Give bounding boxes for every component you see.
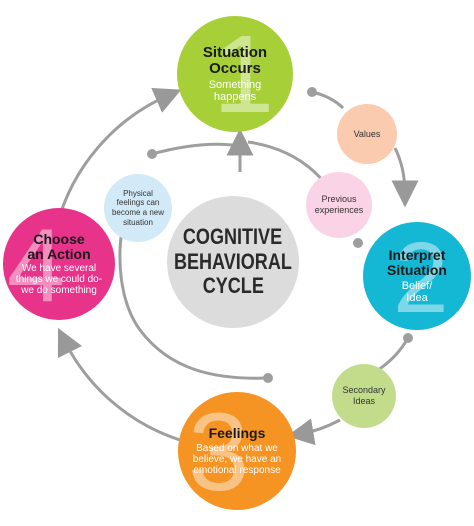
center-title-line3: CYCLE: [202, 273, 264, 299]
node-number: 2: [393, 222, 449, 330]
node-sub-line1: Belief/: [401, 279, 433, 292]
arc-inner-left: [151, 142, 241, 156]
node-title-line1: Situation: [202, 44, 268, 62]
values-label: Values: [353, 128, 381, 139]
arc-action-to-situation: [55, 88, 182, 226]
center-circle: COGNITIVE BEHAVIORAL CYCLE: [167, 196, 299, 328]
previous-line1: Previous: [321, 194, 357, 205]
arc-values-to-interpret: [391, 147, 419, 208]
node-title-line2: Occurs: [209, 59, 261, 77]
center-title-line1: COGNITIVE: [183, 224, 283, 250]
node-sub-line3: we do something: [21, 285, 97, 297]
node-physical-feelings: Physical feelings can become a new situa…: [104, 174, 172, 242]
node-interpret: 2 Interpret Situation Belief/ Idea: [363, 222, 471, 330]
node-sub-line3: emotional response: [193, 464, 281, 476]
node-sub-line1: Something: [208, 78, 262, 91]
secondary-line1: Secondary: [342, 385, 386, 396]
node-previous-experiences: Previous experiences: [306, 172, 372, 238]
node-sub-line2: believe, we have an: [192, 453, 282, 465]
connector-dot: [403, 333, 413, 343]
physical-line2: feelings can: [116, 198, 160, 208]
physical-line1: Physical: [123, 188, 153, 198]
secondary-line2: Ideas: [352, 396, 376, 406]
node-action: 4 Choose an Action We have several thing…: [3, 208, 115, 320]
node-feelings: 3 Feelings Based on what we believe, we …: [178, 392, 296, 510]
connector-dot: [353, 238, 363, 248]
physical-line3: become a new: [111, 208, 165, 217]
connector-dot: [147, 149, 157, 159]
arc-feelings-to-action: [57, 327, 181, 442]
node-sub-line2: things we could do-: [15, 274, 103, 286]
physical-line4: situation: [123, 217, 153, 227]
node-sub-line1: We have several: [21, 263, 97, 275]
arc-secondary-to-feelings: [286, 418, 341, 446]
node-title-line1: Choose: [33, 230, 85, 247]
node-values: Values: [337, 104, 397, 164]
node-title-line1: Feelings: [208, 425, 266, 442]
arc-interpret-to-secondary: [377, 337, 410, 372]
connector-dot: [263, 373, 273, 383]
arc-inner-bottom: [118, 229, 269, 380]
connector-dot: [307, 87, 317, 97]
node-sub-line1: Based on what we: [196, 442, 278, 454]
node-title-line1: Interpret: [388, 247, 446, 264]
center-title-line2: BEHAVIORAL: [174, 248, 292, 274]
node-title-line2: an Action: [27, 245, 91, 262]
node-sub-line2: happens: [213, 90, 257, 103]
node-sub-line2: Idea: [406, 291, 428, 304]
node-title-line2: Situation: [387, 261, 447, 278]
node-situation: 1 Situation Occurs Something happens: [177, 16, 293, 132]
arc-situation-to-values: [311, 90, 345, 110]
previous-line2: experiences: [314, 205, 364, 215]
node-secondary-ideas: Secondary Ideas: [332, 364, 396, 428]
